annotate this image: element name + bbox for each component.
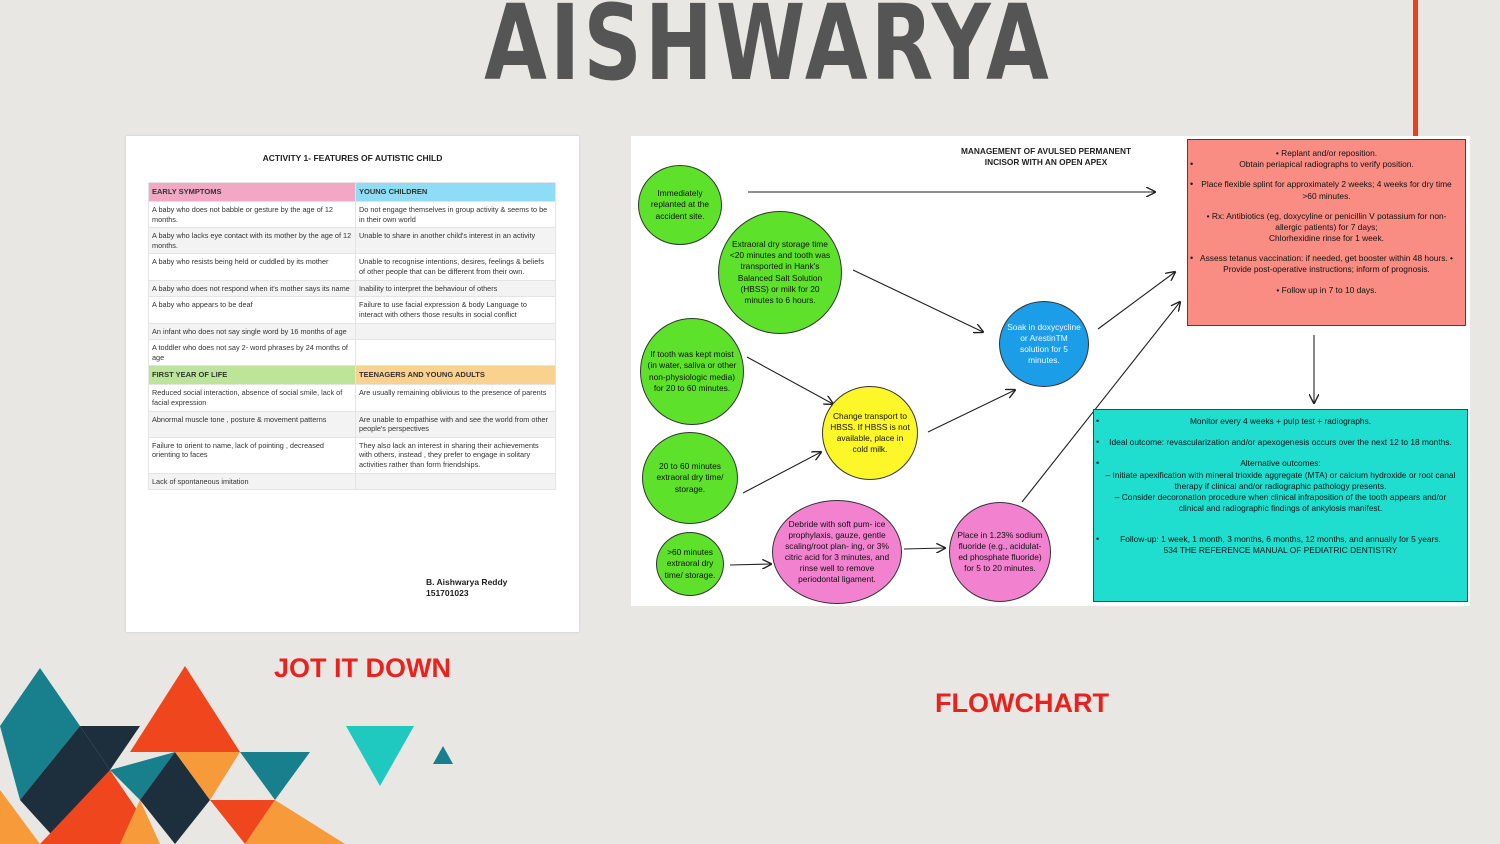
table-cell: A baby who appears to be deaf <box>148 296 356 324</box>
signature-id: 151701023 <box>426 588 469 599</box>
accent-line <box>1413 0 1418 136</box>
replant-line: Assess tetanus vaccination: if needed, g… <box>1188 253 1465 275</box>
table-cell: Unable to recognise intentions, desires,… <box>355 253 556 281</box>
monitor-line: Monitor every 4 weeks + pulp test + radi… <box>1094 416 1467 428</box>
table-cell: Are unable to empathise with and see the… <box>355 410 556 438</box>
table-row: A baby who does not respond when it's mo… <box>148 279 556 298</box>
table-cell <box>355 339 556 367</box>
replant-line: Place flexible splint for approximately … <box>1188 179 1465 201</box>
node-debride: Debride with soft pum- ice prophylaxis, … <box>772 500 902 604</box>
table-row: Lack of spontaneous imitation <box>148 472 556 491</box>
flowchart-card: MANAGEMENT OF AVULSED PERMANENT INCISOR … <box>631 136 1470 606</box>
slide-title: AISHWARYA <box>484 0 1052 104</box>
caption-jot-it-down: JOT IT DOWN <box>274 653 451 683</box>
signature: B. Aishwarya Reddy 151701023 <box>426 577 507 599</box>
table-cell: Are usually remaining oblivious to the p… <box>355 384 556 412</box>
table-cell: A toddler who does not say 2- word phras… <box>148 339 356 367</box>
table-cell: Lack of spontaneous imitation <box>148 472 356 491</box>
table-row: A baby who lacks eye contact with its mo… <box>148 227 556 255</box>
header-first-year-of-life: FIRST YEAR OF LIFE <box>148 365 356 386</box>
node-change-transport: Change transport to HBSS. If HBSS is not… <box>822 386 918 480</box>
table-cell: A baby who resists being held or cuddled… <box>148 253 356 281</box>
node-dry-20-60: 20 to 60 minutes extraoral dry time/ sto… <box>642 432 738 524</box>
table-row: Reduced social interaction, absence of s… <box>148 384 556 412</box>
autism-features-card: ACTIVITY 1- FEATURES OF AUTISTIC CHILD E… <box>126 136 579 632</box>
node-immediately-replanted: Immediately replanted at the accident si… <box>638 165 722 245</box>
monitor-line: Ideal outcome: revascularization and/or … <box>1094 437 1467 449</box>
table-cell: Failure to orient to name, lack of point… <box>148 436 356 474</box>
header-early-symptoms: EARLY SYMPTOMS <box>148 182 356 202</box>
replant-line: • Rx: Antibiotics (eg, doxycyline or pen… <box>1206 210 1447 232</box>
table-cell: A baby who does not babble or gesture by… <box>148 200 356 229</box>
card-title: ACTIVITY 1- FEATURES OF AUTISTIC CHILD <box>262 153 443 163</box>
node-kept-moist: If tooth was kept moist (in water, saliv… <box>640 318 744 425</box>
replant-line: Obtain periapical radiographs to verify … <box>1188 159 1465 171</box>
autism-features-table: EARLY SYMPTOMS YOUNG CHILDREN A baby who… <box>148 182 556 491</box>
monitor-box: Monitor every 4 weeks + pulp test + radi… <box>1093 409 1468 602</box>
monitor-line: Follow-up: 1 week, 1 month, 3 months, 6 … <box>1094 534 1467 546</box>
flowchart-title-line2: INCISOR WITH AN OPEN APEX <box>984 156 1108 167</box>
header-young-children: YOUNG CHILDREN <box>355 182 556 202</box>
flowchart-arrows <box>729 136 1470 606</box>
flowchart-title: MANAGEMENT OF AVULSED PERMANENT INCISOR … <box>951 146 1141 168</box>
table-row: A toddler who does not say 2- word phras… <box>148 339 556 367</box>
monitor-line: 534 THE REFERENCE MANUAL OF PEDIATRIC DE… <box>1163 545 1398 556</box>
table-cell: They also lack an interest in sharing th… <box>355 436 556 474</box>
table-cell: Inability to interpret the behaviour of … <box>355 279 556 298</box>
table-row: Abnormal muscle tone , posture & movemen… <box>148 410 556 438</box>
monitor-line: Alternative outcomes: <box>1094 458 1467 470</box>
table-row: An infant who does not say single word b… <box>148 322 556 341</box>
node-extraoral-under-20: Extraoral dry storage time <20 minutes a… <box>718 211 842 334</box>
node-soak-doxycycline: Soak in doxycycline or ArestinTM solutio… <box>999 301 1089 387</box>
node-sodium-fluoride: Place in 1.23% sodium fluoride (e.g., ac… <box>949 502 1051 602</box>
replant-box: • Replant and/or reposition. Obtain peri… <box>1187 139 1466 326</box>
replant-line: Chlorhexidine rinse for 1 week. <box>1269 233 1384 244</box>
table-row: A baby who appears to be deaf Failure to… <box>148 296 556 324</box>
caption-flowchart: FLOWCHART <box>935 688 1109 718</box>
table-cell: Abnormal muscle tone , posture & movemen… <box>148 410 356 438</box>
monitor-line: – Initiate apexification with mineral tr… <box>1105 469 1456 491</box>
table-cell <box>355 322 556 341</box>
table-row: A baby who resists being held or cuddled… <box>148 253 556 281</box>
monitor-line: – Consider decoronation procedure when c… <box>1114 491 1447 514</box>
table-cell: A baby who does not respond when it's mo… <box>148 279 356 298</box>
node-dry-over-60: >60 minutes extraoral dry time/ storage. <box>656 532 724 596</box>
table-cell: Do not engage themselves in group activi… <box>355 200 556 229</box>
table-cell: An infant who does not say single word b… <box>148 322 356 341</box>
header-teenagers-young-adults: TEENAGERS AND YOUNG ADULTS <box>355 365 556 386</box>
replant-line: • Follow up in 7 to 10 days. <box>1276 284 1377 295</box>
table-cell: Unable to share in another child's inter… <box>355 227 556 255</box>
replant-line: • Replant and/or reposition. <box>1275 148 1378 158</box>
table-cell: Reduced social interaction, absence of s… <box>148 384 356 412</box>
table-cell: Failure to use facial expression & body … <box>355 296 556 324</box>
table-row: A baby who does not babble or gesture by… <box>148 200 556 229</box>
table-cell <box>355 472 556 491</box>
flowchart-title-line1: MANAGEMENT OF AVULSED PERMANENT <box>960 146 1132 156</box>
signature-name: B. Aishwarya Reddy <box>426 577 508 587</box>
table-cell: A baby who lacks eye contact with its mo… <box>148 227 356 255</box>
table-row: Failure to orient to name, lack of point… <box>148 436 556 474</box>
